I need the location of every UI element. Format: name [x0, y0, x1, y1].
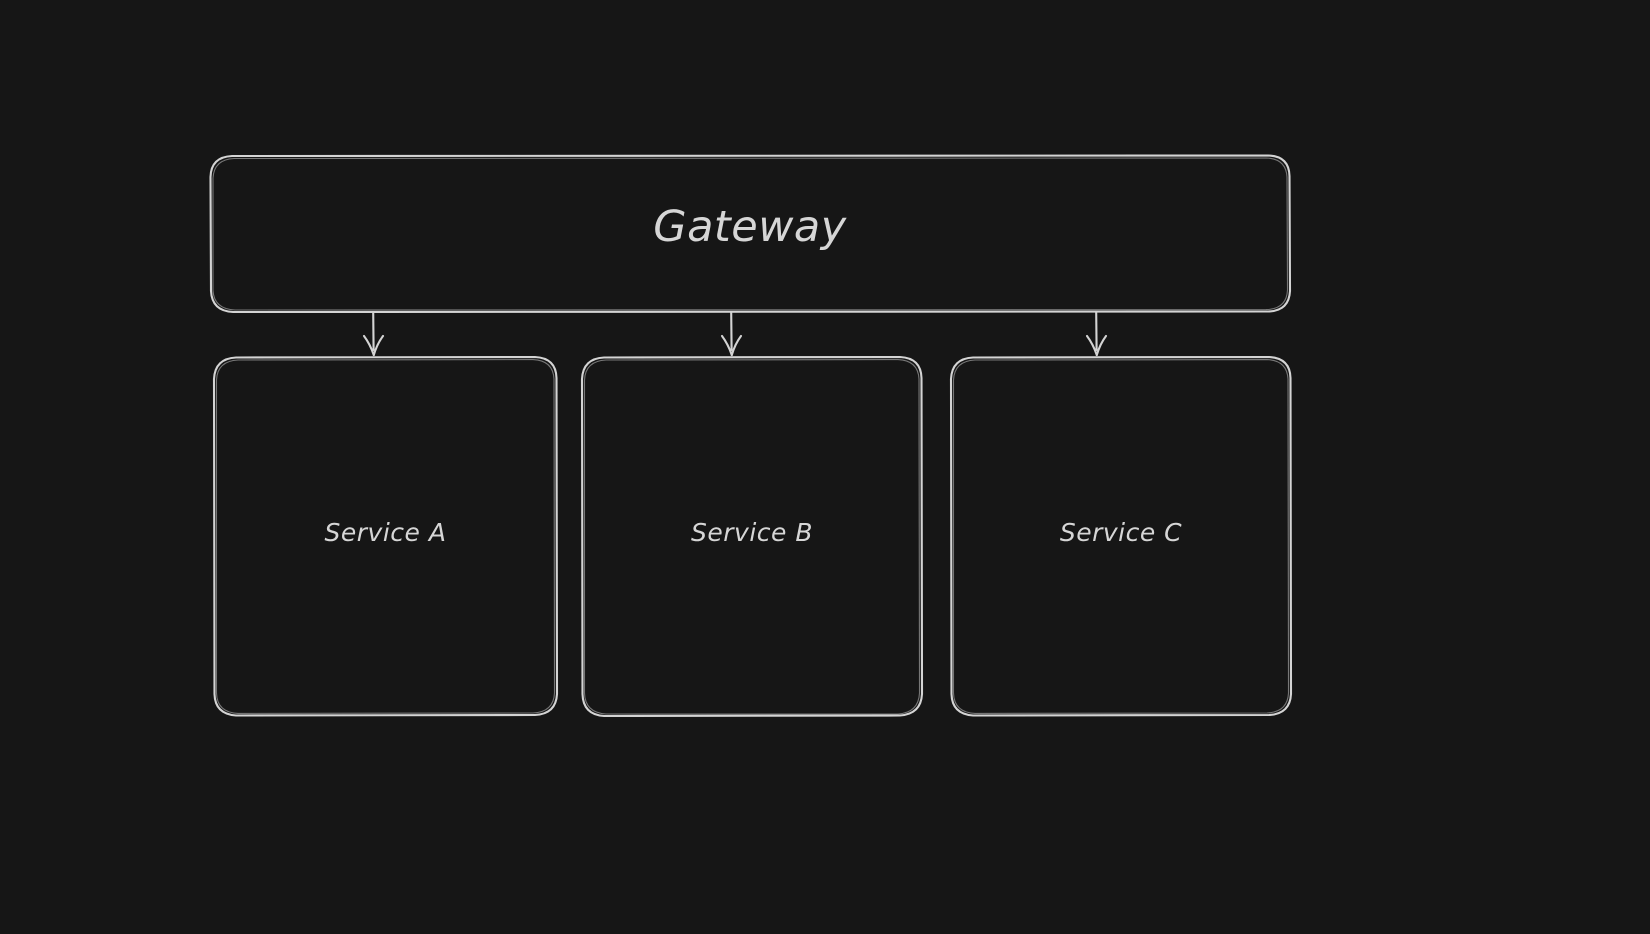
edge-gateway-to-service-a[interactable] [362, 310, 385, 357]
service-b-node-label: Service B [691, 518, 813, 547]
service-b-node-shape[interactable] [580, 355, 924, 718]
service-b-node[interactable] [582, 357, 922, 716]
edge-gateway-to-service-c[interactable] [1085, 310, 1108, 357]
service-a-node[interactable] [214, 357, 557, 716]
gateway-node[interactable] [210, 155, 1290, 312]
service-c-node-shape[interactable] [949, 355, 1293, 717]
service-a-node-label: Service A [324, 518, 447, 547]
edge-gateway-to-service-b[interactable] [720, 310, 743, 357]
gateway-node-label: Gateway [653, 202, 847, 252]
gateway-node-shape[interactable] [209, 154, 1292, 314]
service-c-node[interactable] [951, 357, 1291, 716]
service-c-node-label: Service C [1059, 518, 1183, 547]
service-a-node-shape[interactable] [212, 355, 559, 717]
